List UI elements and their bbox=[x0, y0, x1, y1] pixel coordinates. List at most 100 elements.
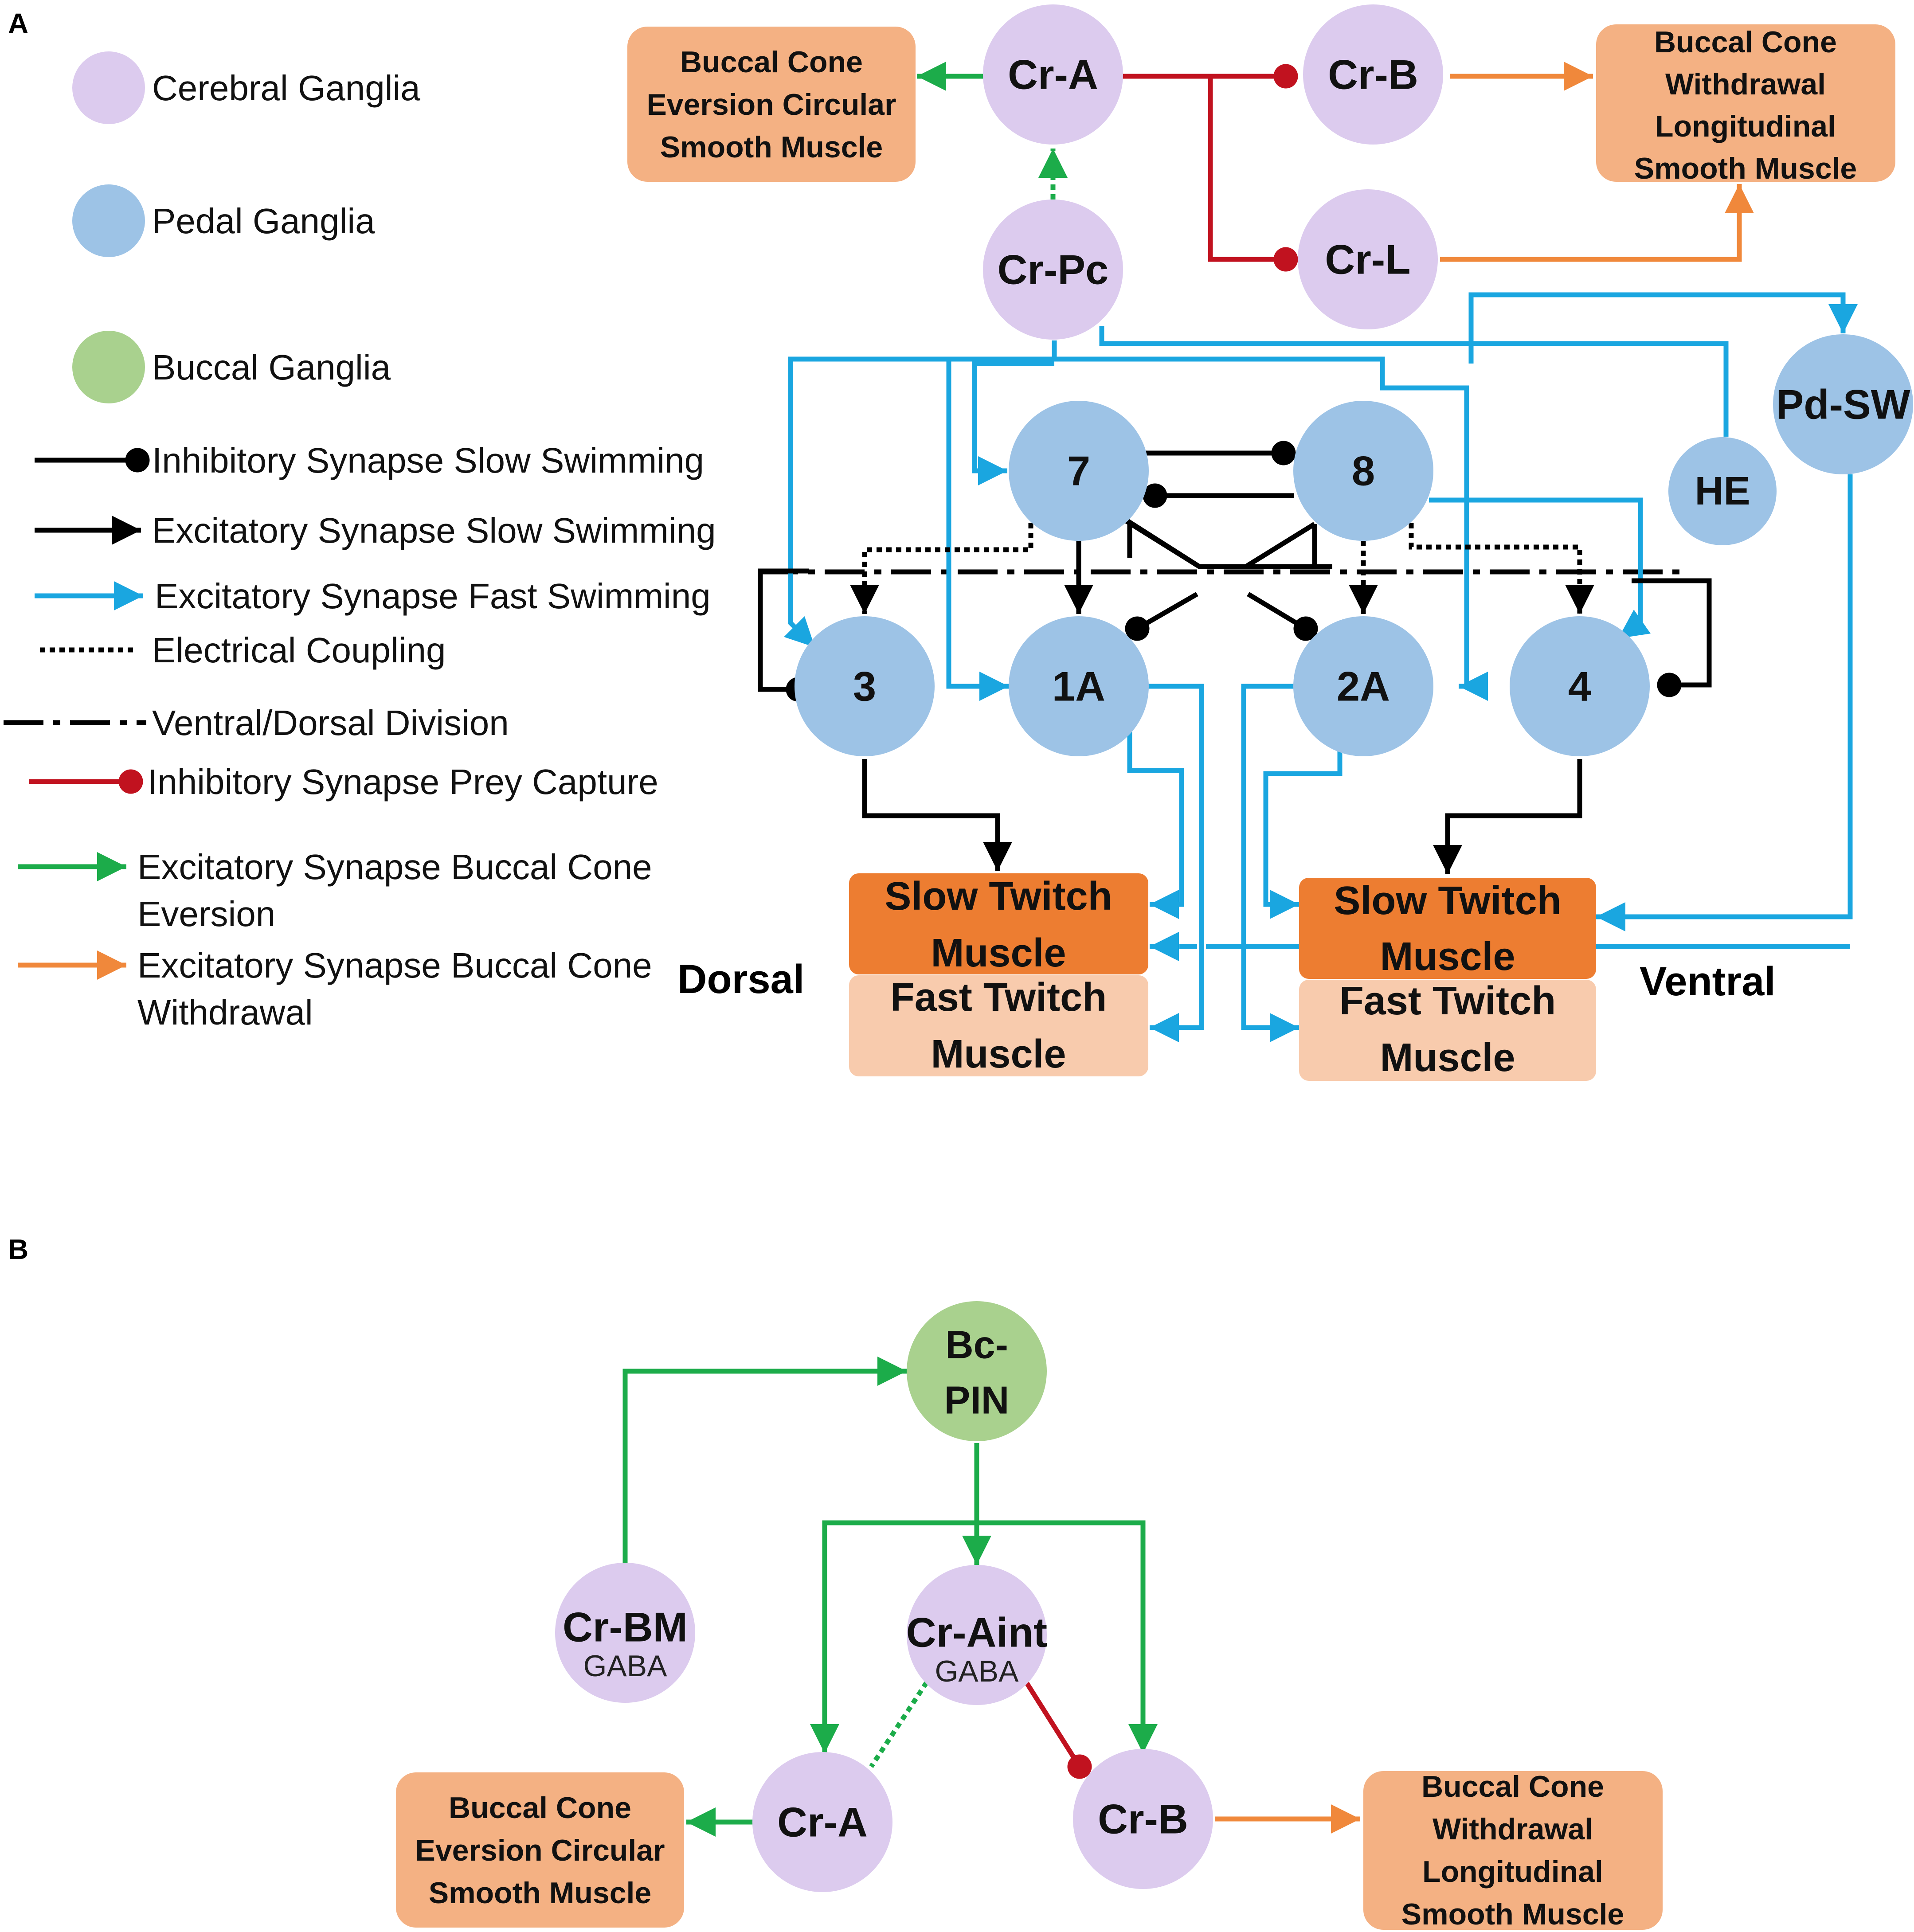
panel-b-nodes: Bc- PIN Cr-BM GABA Cr-Aint GABA Cr-A Cr-… bbox=[555, 1301, 1213, 1892]
node-cr-l-label: Cr-L bbox=[1325, 236, 1410, 283]
wire-cra-to-crl bbox=[1208, 76, 1298, 272]
box-slow-twitch-dorsal bbox=[849, 873, 1148, 974]
wire-3-to-slow-dorsal bbox=[862, 759, 1012, 871]
legend-electrical-label: Electrical Coupling bbox=[152, 630, 446, 670]
legend-exc-slow-label: Excitatory Synapse Slow Swimming bbox=[152, 511, 716, 550]
node-4 bbox=[1510, 616, 1650, 756]
legend-pedal-swatch bbox=[72, 184, 145, 257]
node-bc-pin-line1: Bc- bbox=[945, 1323, 1008, 1367]
wire-crpc-to-2a bbox=[1054, 356, 1488, 701]
box-eversion-b-line3: Smooth Muscle bbox=[429, 1876, 652, 1910]
box-eversion-muscle bbox=[627, 27, 916, 182]
wire-crpc-to-7 bbox=[972, 361, 1054, 485]
node-7-label: 7 bbox=[1067, 448, 1090, 494]
legend-exc-withdrawal-line2: Withdrawal bbox=[137, 993, 313, 1032]
box-fast-twitch-dorsal bbox=[849, 975, 1148, 1076]
box-withdrawal-muscle-b bbox=[1363, 1771, 1663, 1930]
panel-a-nodes: Cr-A Cr-B Cr-L Cr-Pc Pd-SW HE 7 8 3 1A 2… bbox=[795, 4, 1913, 756]
node-cr-a-label: Cr-A bbox=[1008, 51, 1098, 98]
wire-1a-to-fast-dorsal bbox=[1146, 684, 1204, 1042]
node-cr-a bbox=[983, 4, 1123, 145]
legend-exc-eversion-label: Excitatory Synapse Buccal Cone Eversion bbox=[137, 847, 662, 934]
node-bc-pin bbox=[907, 1301, 1047, 1441]
node-cr-bm bbox=[555, 1563, 695, 1703]
box-withdrawal-line2: Withdrawal bbox=[1665, 67, 1826, 101]
wire-pdsw-to-slow-ventral-a bbox=[1596, 474, 1853, 931]
fast-ventral-line2: Muscle bbox=[1380, 1036, 1515, 1080]
panel-b-label: B bbox=[8, 1233, 28, 1265]
wire-1a-to-slow-dorsal bbox=[1127, 727, 1184, 919]
wire-craint-to-crb bbox=[1024, 1681, 1092, 1779]
node-3-label: 3 bbox=[853, 663, 876, 710]
wire-elec-8-4 bbox=[1409, 523, 1594, 614]
fast-dorsal-line2: Muscle bbox=[931, 1032, 1066, 1076]
node-cr-aint-label: Cr-Aint bbox=[906, 1609, 1048, 1656]
wire-8-cross bbox=[1237, 522, 1317, 569]
wire-to-pdsw bbox=[1468, 292, 1858, 364]
wire-7-cross-b bbox=[1127, 517, 1201, 569]
wire-crl-to-withdrawal bbox=[1440, 184, 1754, 262]
wire-bcpin-to-cra bbox=[810, 1520, 977, 1753]
legend-inh-slow-label: Inhibitory Synapse Slow Swimming bbox=[152, 441, 704, 480]
legend-exc-fast-label: Excitatory Synapse Fast Swimming bbox=[155, 576, 711, 616]
wire-crpc-to-3 bbox=[783, 340, 1057, 649]
node-7 bbox=[1009, 401, 1149, 541]
node-cr-bm-label: Cr-BM bbox=[563, 1604, 688, 1650]
panel-a-boxes: Buccal Cone Eversion Circular Smooth Mus… bbox=[627, 24, 1895, 1081]
node-2a-label: 2A bbox=[1337, 663, 1390, 710]
wire-4-to-3 bbox=[758, 568, 810, 702]
wire-8-to-4 bbox=[1429, 497, 1651, 641]
node-cr-aint-sublabel: GABA bbox=[935, 1654, 1019, 1688]
box-withdrawal-b-line3: Longitudinal bbox=[1422, 1855, 1603, 1889]
box-slow-twitch-ventral bbox=[1299, 878, 1596, 979]
box-eversion-line2: Eversion Circular bbox=[646, 88, 896, 121]
node-4-label: 4 bbox=[1568, 663, 1591, 710]
node-8-label: 8 bbox=[1352, 448, 1375, 494]
fast-ventral-line1: Fast Twitch bbox=[1339, 979, 1556, 1023]
wire-8-to-1a bbox=[1125, 592, 1198, 641]
wire-3-to-4 bbox=[1632, 578, 1712, 697]
legend-exc-withdrawal-label: Excitatory Synapse Buccal Cone Withdrawa… bbox=[137, 946, 662, 1032]
node-cr-bm-sublabel: GABA bbox=[583, 1649, 668, 1683]
node-he bbox=[1668, 437, 1777, 545]
legend: Cerebral Ganglia Pedal Ganglia Buccal Ga… bbox=[4, 51, 716, 1032]
slow-ventral-line1: Slow Twitch bbox=[1334, 879, 1561, 923]
box-withdrawal-line4: Smooth Muscle bbox=[1634, 152, 1857, 185]
node-cr-b-b bbox=[1073, 1749, 1213, 1889]
node-cr-aint bbox=[907, 1565, 1047, 1705]
wire-7-to-2a bbox=[1247, 592, 1318, 641]
legend-cerebral-label: Cerebral Ganglia bbox=[152, 68, 420, 108]
legend-inh-prey-label: Inhibitory Synapse Prey Capture bbox=[148, 762, 658, 802]
box-withdrawal-b-line4: Smooth Muscle bbox=[1401, 1897, 1624, 1931]
wire-crbm-to-bcpin bbox=[622, 1357, 907, 1563]
box-fast-twitch-ventral bbox=[1299, 980, 1596, 1081]
wire-crpc-to-he bbox=[1099, 326, 1729, 437]
node-8 bbox=[1293, 401, 1433, 541]
wire-elec-7-3 bbox=[850, 523, 1033, 614]
node-cr-b-label: Cr-B bbox=[1328, 51, 1418, 98]
box-eversion-b-line2: Eversion Circular bbox=[415, 1834, 665, 1867]
panel-b-boxes: Buccal Cone Eversion Circular Smooth Mus… bbox=[396, 1770, 1663, 1931]
node-1a bbox=[1009, 616, 1149, 756]
box-eversion-b-line1: Buccal Cone bbox=[449, 1791, 631, 1825]
node-cr-pc bbox=[983, 199, 1123, 340]
fast-dorsal-line1: Fast Twitch bbox=[890, 975, 1107, 1020]
node-2a bbox=[1293, 616, 1433, 756]
legend-exc-withdrawal-line1: Excitatory Synapse Buccal Cone bbox=[137, 946, 652, 985]
box-withdrawal-b-line1: Buccal Cone bbox=[1421, 1770, 1604, 1803]
box-eversion-muscle-b bbox=[396, 1772, 684, 1928]
panel-a-label: A bbox=[8, 8, 28, 39]
node-bc-pin-line2: PIN bbox=[944, 1378, 1010, 1422]
node-3 bbox=[795, 616, 935, 756]
ventral-label: Ventral bbox=[1640, 959, 1776, 1004]
node-cr-b bbox=[1303, 4, 1443, 145]
wire-4-to-slow-ventral bbox=[1433, 759, 1582, 874]
legend-buccal-swatch bbox=[72, 331, 145, 403]
node-cr-b-b-label: Cr-B bbox=[1098, 1796, 1188, 1842]
node-cr-a-b bbox=[752, 1752, 892, 1892]
wire-2a-to-fast-ventral bbox=[1241, 684, 1299, 1042]
node-cr-l bbox=[1298, 189, 1438, 329]
legend-pedal-label: Pedal Ganglia bbox=[152, 201, 375, 241]
node-cr-pc-label: Cr-Pc bbox=[998, 246, 1109, 293]
